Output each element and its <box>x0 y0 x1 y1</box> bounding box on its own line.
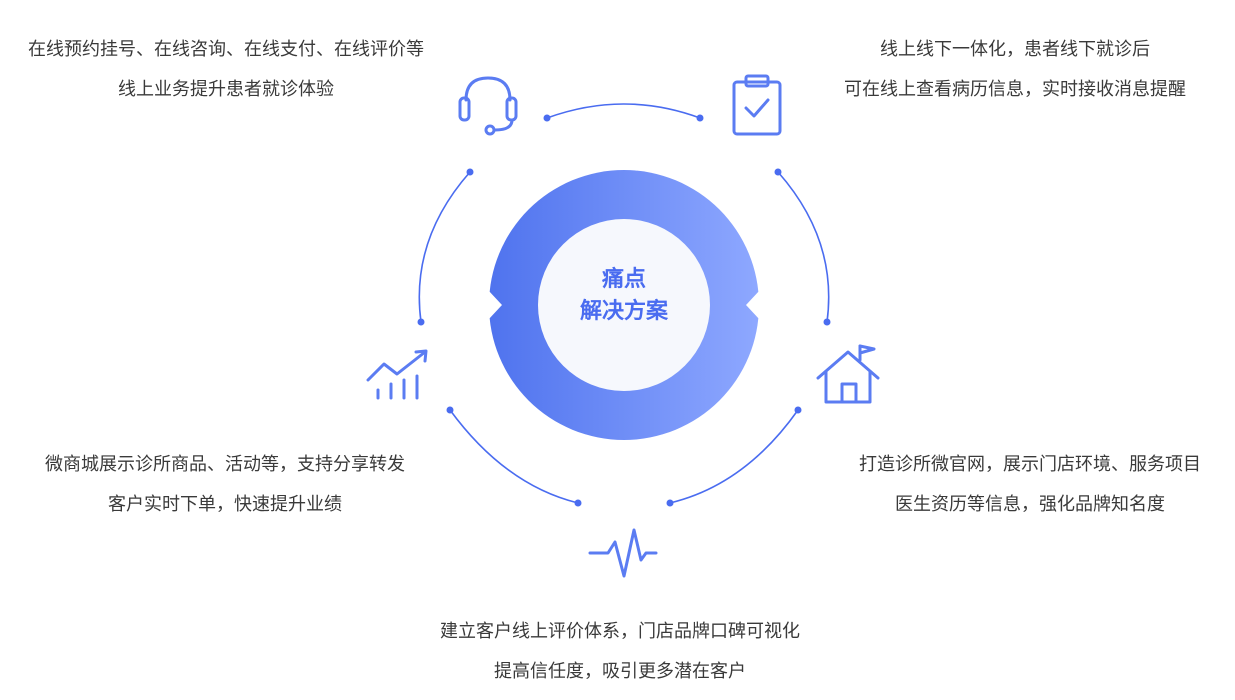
text-line: 提高信任度，吸引更多潜在客户 <box>494 661 746 682</box>
text-line: 医生资历等信息，强化品牌知名度 <box>895 494 1165 515</box>
arc-bottom-right <box>669 409 799 504</box>
text-line: 线上业务提升患者就诊体验 <box>118 79 334 100</box>
text-block-bottom: 建立客户线上评价体系，门店品牌口碑可视化 提高信任度，吸引更多潜在客户 <box>400 612 840 692</box>
arc-left <box>418 171 471 323</box>
text-line: 微商城展示诊所商品、活动等，支持分享转发 <box>45 454 405 475</box>
arc-top <box>546 103 701 119</box>
text-line: 建立客户线上评价体系，门店品牌口碑可视化 <box>440 621 800 642</box>
center-title-line2: 解决方案 <box>579 299 668 324</box>
ring-notch-right <box>746 290 760 320</box>
pulse-wave-icon <box>588 528 658 578</box>
center-ring <box>488 170 760 440</box>
center-title: 痛点 解决方案 <box>524 264 724 328</box>
text-line: 线上线下一体化，患者线下就诊后 <box>880 39 1150 60</box>
center-title-line1: 痛点 <box>601 267 646 292</box>
ring-notch-left <box>488 290 502 320</box>
headset-icon <box>458 76 518 136</box>
text-block-top-right: 线上线下一体化，患者线下就诊后 可在线上查看病历信息，实时接收消息提醒 <box>800 30 1230 110</box>
text-line: 在线预约挂号、在线咨询、在线支付、在线评价等 <box>28 39 424 60</box>
text-line: 打造诊所微官网，展示门店环境、服务项目 <box>859 454 1201 475</box>
text-line: 可在线上查看病历信息，实时接收消息提醒 <box>844 79 1186 100</box>
house-flag-icon <box>816 344 880 404</box>
connector-dots <box>417 114 831 507</box>
arc-bottom-left <box>449 409 579 504</box>
connector-arcs <box>418 103 830 504</box>
text-block-middle-right: 打造诊所微官网，展示门店环境、服务项目 医生资历等信息，强化品牌知名度 <box>825 445 1235 525</box>
ring-inner-disc <box>538 219 710 391</box>
clipboard-check-icon <box>732 74 782 136</box>
arc-right <box>777 171 830 323</box>
text-block-top-left: 在线预约挂号、在线咨询、在线支付、在线评价等 线上业务提升患者就诊体验 <box>6 30 446 110</box>
growth-chart-icon <box>366 349 428 400</box>
text-line: 客户实时下单，快速提升业绩 <box>108 494 342 515</box>
text-block-middle-left: 微商城展示诊所商品、活动等，支持分享转发 客户实时下单，快速提升业绩 <box>10 445 440 525</box>
